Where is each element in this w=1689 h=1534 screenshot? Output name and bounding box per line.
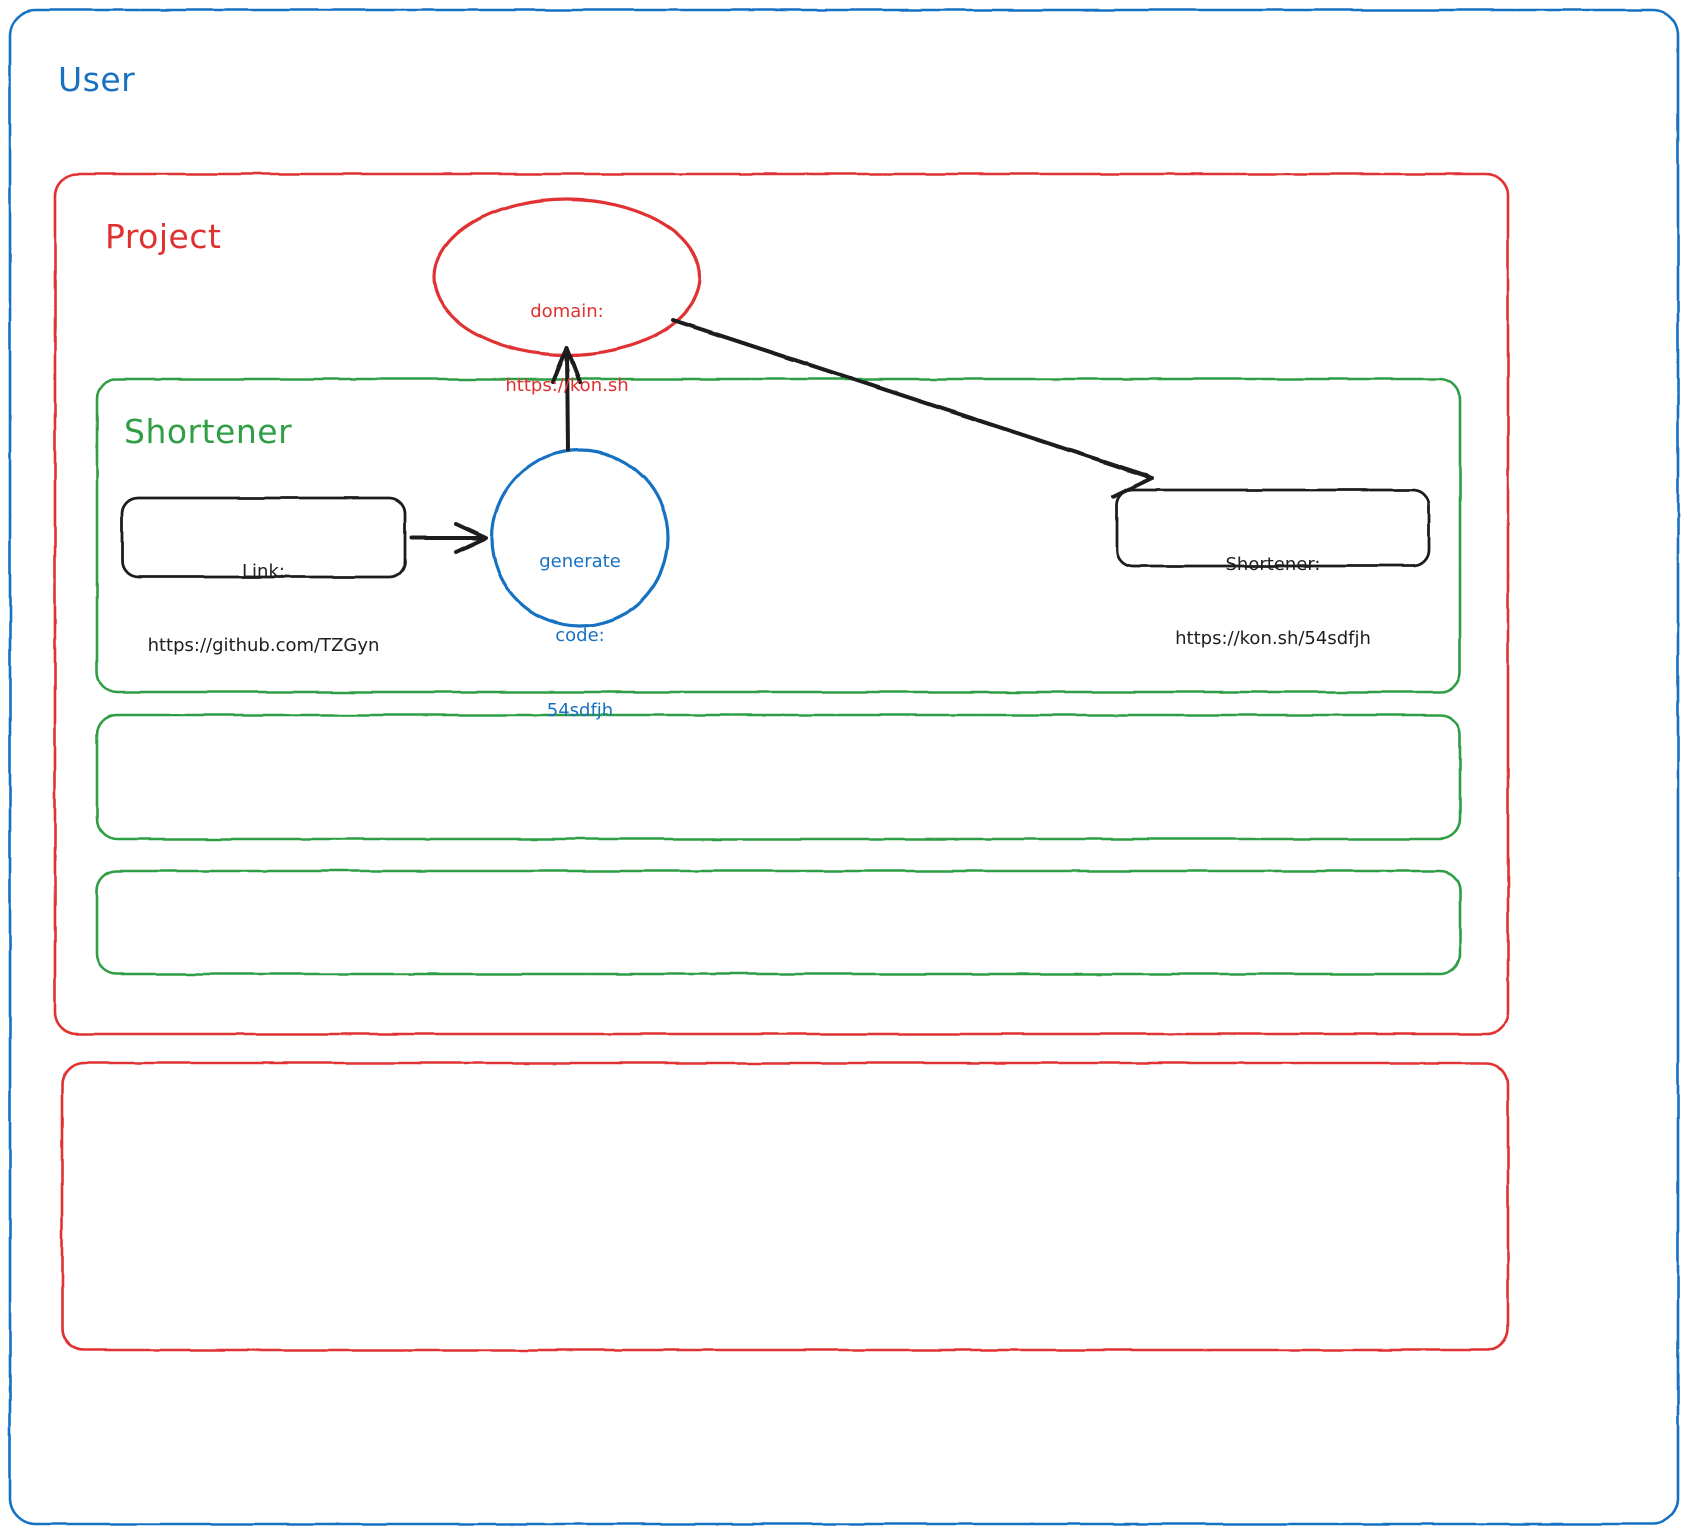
arrow-generate-to-domain [551, 346, 582, 452]
link-box-text: Link: https://github.com/TZGyn [122, 510, 405, 709]
generate-circle-text: generate code: 54sdfjh [492, 500, 668, 773]
link-label-line1: Link: [242, 560, 285, 582]
generate-circle-shape[interactable] [490, 448, 670, 628]
frame-empty-green-2-border[interactable] [95, 869, 1462, 976]
shortener-result-line1: Shortener: [1225, 553, 1321, 575]
frame-user-border[interactable] [8, 8, 1680, 1526]
generate-label-line3: 54sdfjh [546, 699, 614, 721]
arrow-link-to-generate [410, 522, 488, 554]
frame-shortener-label: Shortener [124, 412, 293, 451]
domain-label-line2: https://kon.sh [505, 375, 629, 397]
link-box-shape[interactable] [120, 496, 407, 579]
frame-user-label: User [58, 60, 136, 99]
frame-shortener-border[interactable] [95, 377, 1462, 694]
frame-project-border[interactable] [53, 172, 1510, 1036]
frame-empty-green-1-border[interactable] [95, 713, 1462, 841]
shortener-result-line2: https://kon.sh/54sdfjh [1175, 628, 1371, 650]
frame-empty-red-1-border[interactable] [60, 1061, 1510, 1352]
frame-project-label: Project [105, 217, 222, 256]
generate-label-line1: generate [539, 550, 621, 572]
shortener-result-text: Shortener: https://kon.sh/54sdfjh [1117, 503, 1429, 702]
arrow-domain-to-shortener-result [671, 318, 1154, 499]
domain-ellipse-text: domain: https://kon.sh [437, 250, 697, 449]
shortener-result-box-shape[interactable] [1115, 488, 1431, 568]
domain-label-line1: domain: [530, 300, 604, 322]
link-label-line2: https://github.com/TZGyn [147, 635, 380, 657]
generate-label-line2: code: [555, 625, 605, 647]
